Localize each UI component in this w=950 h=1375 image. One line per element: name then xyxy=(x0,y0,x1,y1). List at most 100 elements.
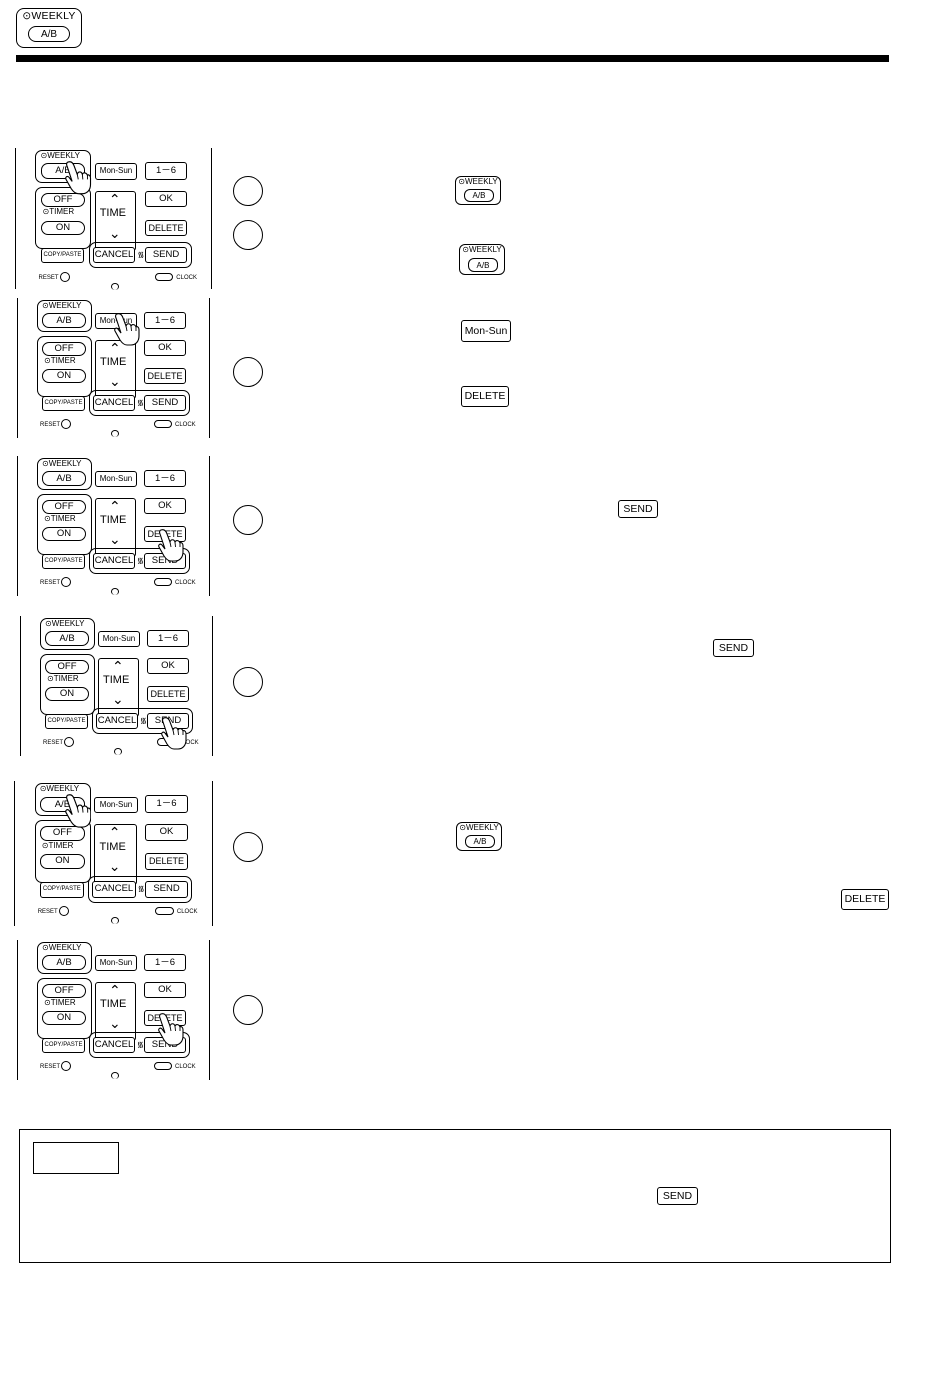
remote-notch xyxy=(110,282,119,290)
delete-button-icon: DELETE xyxy=(461,386,509,407)
remote-cancel-button: CANCEL xyxy=(96,713,138,729)
remote-clock-label: CLOCK xyxy=(178,740,199,746)
remote-copy-paste-button: COPY/PASTE xyxy=(39,882,84,898)
remote-on-button: ON xyxy=(42,369,86,383)
clock-icon: ⊙ xyxy=(22,10,32,22)
chevron-down-icon: ⌄ xyxy=(112,691,124,707)
ab-icon-label: A/B xyxy=(465,835,495,848)
remote-on-button: ON xyxy=(45,687,89,701)
remote-ok-button: OK xyxy=(147,658,189,674)
delete-button-icon: DELETE xyxy=(841,889,889,910)
remote-clock-button xyxy=(155,906,174,915)
weekly-icon-label: ⊙WEEKLY xyxy=(458,177,498,186)
send-group xyxy=(88,241,192,269)
remote-ab-button: A/B xyxy=(42,471,86,486)
remote-mon-sun-button: Mon-Sun xyxy=(94,163,138,180)
send-group xyxy=(89,390,190,416)
remote-time-rocker xyxy=(95,340,136,399)
step-circle xyxy=(233,220,263,250)
remote-control: ⊙WEEKLYA/BMon-Sun1－6OFF⊙TIMERON⌃TIME⌄OKD… xyxy=(17,940,210,1080)
remote-mon-sun-button: Mon-Sun xyxy=(98,631,140,647)
weekly-icon-label: ⊙WEEKLY xyxy=(459,823,499,832)
remote-clock-label: CLOCK xyxy=(175,422,196,428)
remote-off-button: OFF xyxy=(42,984,86,998)
step-circle xyxy=(233,832,263,862)
remote-delete-button: DELETE xyxy=(144,219,188,236)
remote-ok-button: OK xyxy=(144,982,186,998)
remote-ab-button: A/B xyxy=(42,313,86,328)
pointing-hand-icon xyxy=(158,528,184,567)
pointing-hand-icon xyxy=(64,793,92,833)
reset-hole xyxy=(61,419,71,429)
remote-notch xyxy=(111,588,119,595)
remote-off-button: OFF xyxy=(42,342,86,356)
weekly-group xyxy=(37,458,92,490)
remote-clock-label: CLOCK xyxy=(175,1064,196,1070)
remote-timer-label: ⊙TIMER xyxy=(41,840,74,850)
remote-send-button: SEND xyxy=(144,247,188,264)
weekly-group xyxy=(37,942,92,974)
step-circle xyxy=(233,995,263,1025)
remote-on-button: ON xyxy=(40,220,86,235)
remote-notch xyxy=(111,430,119,437)
chevron-up-icon: ⌃ xyxy=(112,658,124,674)
remote-time-rocker xyxy=(95,498,136,557)
remote-notch xyxy=(114,748,122,755)
remote-time-label: TIME xyxy=(99,207,126,220)
remote-reset-label: RESET xyxy=(40,422,61,428)
remote-clock-button xyxy=(154,578,172,586)
remote-delete-button: DELETE xyxy=(144,368,186,384)
reset-hole xyxy=(64,737,74,747)
remote-cancel-button: CANCEL xyxy=(93,395,135,411)
step-circle xyxy=(233,667,263,697)
remote-timer-label: ⊙TIMER xyxy=(47,674,79,683)
weekly-group xyxy=(40,618,95,650)
send-button-icon: SEND xyxy=(618,500,658,518)
remote-clock-label: CLOCK xyxy=(176,274,197,281)
weekly-icon-label: ⊙WEEKLY xyxy=(462,245,502,254)
remote-clock-button xyxy=(154,1062,172,1070)
remote-weekly-label: ⊙WEEKLY xyxy=(42,943,82,952)
chevron-up-icon: ⌃ xyxy=(109,340,121,356)
weekly-group xyxy=(34,783,92,817)
remote-reset-label: RESET xyxy=(43,740,64,746)
reset-hole xyxy=(61,1061,71,1071)
remote-off-button: OFF xyxy=(40,192,86,208)
remote-delete-button: DELETE xyxy=(147,686,189,702)
remote-cancel-button: CANCEL xyxy=(93,553,135,569)
reset-hole xyxy=(61,577,71,587)
remote-time-label: TIME xyxy=(103,674,130,686)
mon-sun-button-icon: Mon-Sun xyxy=(461,320,511,342)
remote-copy-paste-button: COPY/PASTE xyxy=(40,248,85,264)
remote-cancel-button: CANCEL xyxy=(92,881,136,898)
remote-copy-paste-button: COPY/PASTE xyxy=(45,714,88,729)
remote-off-button: OFF xyxy=(45,660,89,674)
step-circle xyxy=(233,357,263,387)
remote-time-label: TIME xyxy=(100,356,127,368)
remote-weekly-label: ⊙WEEKLY xyxy=(42,459,82,468)
remote-weekly-label: ⊙WEEKLY xyxy=(39,784,80,794)
remote-weekly-label: ⊙WEEKLY xyxy=(42,301,82,310)
remote-send-button: SEND xyxy=(144,881,189,898)
ab-icon-label: A/B xyxy=(468,258,498,272)
signal-icon: ᯾ xyxy=(137,884,145,894)
remote-timer-label: ⊙TIMER xyxy=(44,514,76,523)
remote-cancel-button: CANCEL xyxy=(93,1037,135,1053)
send-group xyxy=(88,875,193,903)
note-tag xyxy=(33,1142,119,1174)
ab-icon-label: A/B xyxy=(464,189,494,202)
remote-ok-button: OK xyxy=(144,498,186,514)
remote-time-label: TIME xyxy=(100,998,127,1010)
remote-ab-button: A/B xyxy=(42,955,86,970)
chevron-up-icon: ⌃ xyxy=(109,498,121,514)
pointing-hand-icon xyxy=(158,1012,184,1051)
header-rule xyxy=(16,55,889,62)
remote-off-button: OFF xyxy=(39,826,86,841)
weekly-badge: ⊙WEEKLY A/B xyxy=(16,8,82,48)
pointing-hand-icon xyxy=(65,160,92,200)
send-button-icon: SEND xyxy=(713,639,754,657)
remote-clock-label: CLOCK xyxy=(176,908,198,915)
remote-timer-label: ⊙TIMER xyxy=(42,207,75,217)
